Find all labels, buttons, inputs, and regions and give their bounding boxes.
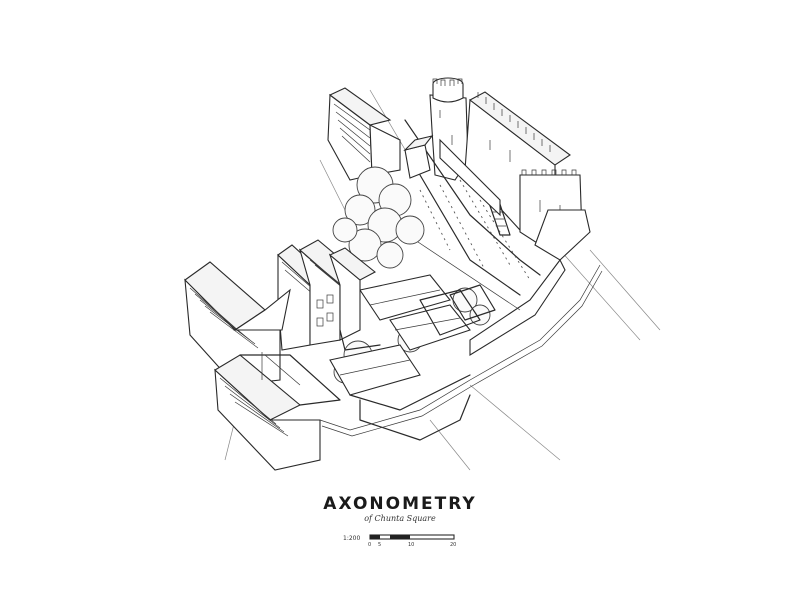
upper-left-house [327, 87, 401, 181]
drawing-title: AXONOMETRY [323, 494, 476, 514]
scale-tick-3: 20 [450, 542, 456, 548]
scale-tick-0: 0 [368, 542, 371, 548]
gatehouse [403, 135, 434, 179]
scale-ratio: 1:200 [343, 535, 360, 542]
boundary-wall [319, 264, 603, 437]
left-block [184, 261, 291, 386]
scale-tick-1: 5 [378, 542, 381, 548]
scale-bar-segment-1 [370, 535, 380, 539]
drawing-subtitle: of Chunta Square [364, 514, 436, 523]
tree-cluster-north [332, 166, 425, 269]
scale-tick-2: 10 [408, 542, 414, 548]
scale-bar: 1:200 0 5 10 20 [343, 534, 456, 548]
scale-bar-segment-2 [390, 535, 410, 539]
title-block: AXONOMETRY of Chunta Square [323, 494, 476, 523]
castle [429, 77, 591, 356]
square-paving [399, 119, 541, 311]
house-mid-3 [328, 247, 376, 341]
middle-houses [277, 239, 381, 351]
scale-bar-frame [369, 534, 455, 540]
terraced-plots [329, 274, 496, 441]
castle-wall [439, 138, 591, 356]
lower-left-house [214, 352, 341, 471]
